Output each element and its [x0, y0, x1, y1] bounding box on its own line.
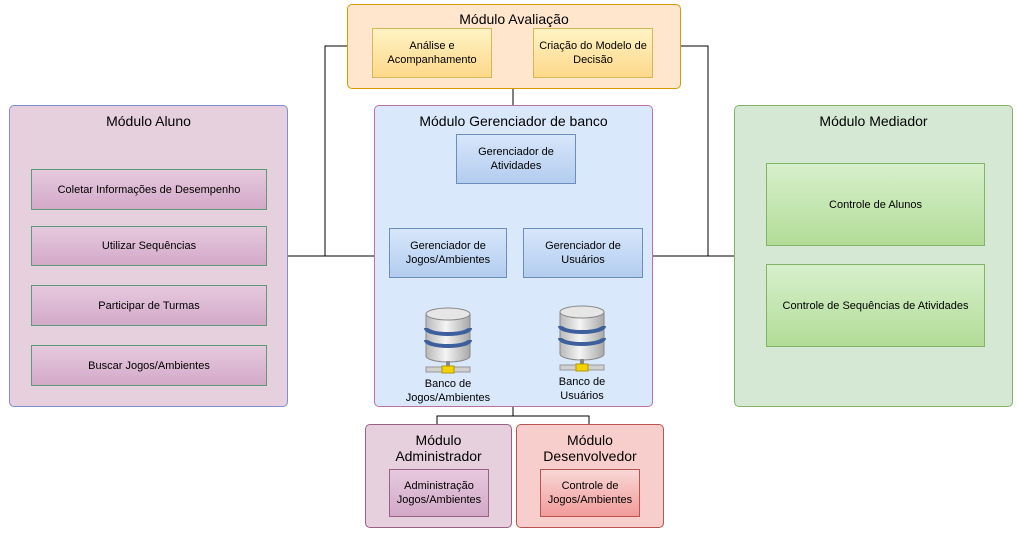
database-icon — [424, 307, 472, 374]
administracao-jogos-box[interactable]: Administração Jogos/Ambientes — [389, 469, 489, 517]
modulo-desenvolvedor-title: Módulo Desenvolvedor — [543, 432, 637, 464]
modulo-aluno: Módulo Aluno Coletar Informações de Dese… — [9, 105, 288, 407]
analise-acompanhamento-box[interactable]: Análise e Acompanhamento — [372, 28, 492, 78]
gerenciador-atividades-box[interactable]: Gerenciador de Atividades — [456, 134, 576, 184]
controle-jogos-box[interactable]: Controle de Jogos/Ambientes — [540, 469, 640, 517]
banco-usuarios-label: Banco de Usuários — [558, 376, 606, 402]
modulo-administrador: Módulo Administrador Administração Jogos… — [365, 424, 512, 528]
modulo-aluno-title: Módulo Aluno — [106, 113, 191, 129]
modulo-desenvolvedor: Módulo Desenvolvedor Controle de Jogos/A… — [516, 424, 664, 528]
modulo-mediador: Módulo Mediador Controle de Alunos Contr… — [734, 105, 1013, 407]
modulo-gerenciador-banco: Módulo Gerenciador de banco Gerenciador … — [374, 105, 653, 407]
gerenciador-jogos-box[interactable]: Gerenciador de Jogos/Ambientes — [389, 228, 507, 278]
criacao-modelo-decisao-box[interactable]: Criação do Modelo de Decisão — [533, 28, 653, 78]
gerenciador-usuarios-box[interactable]: Gerenciador de Usuários — [523, 228, 643, 278]
controle-sequencias-box[interactable]: Controle de Sequências de Atividades — [766, 264, 985, 347]
buscar-jogos-box[interactable]: Buscar Jogos/Ambientes — [31, 345, 267, 386]
modulo-gerenciador-title: Módulo Gerenciador de banco — [419, 113, 608, 129]
database-icon — [558, 305, 606, 372]
controle-alunos-box[interactable]: Controle de Alunos — [766, 163, 985, 246]
participar-turmas-box[interactable]: Participar de Turmas — [31, 285, 267, 326]
banco-jogos-label: Banco de Jogos/Ambientes — [405, 378, 491, 404]
modulo-avaliacao: Módulo Avaliação Análise e Acompanhament… — [347, 4, 681, 89]
modulo-avaliacao-title: Módulo Avaliação — [459, 11, 569, 27]
coletar-informacoes-box[interactable]: Coletar Informações de Desempenho — [31, 169, 267, 210]
modulo-administrador-title: Módulo Administrador — [395, 432, 482, 464]
utilizar-sequencias-box[interactable]: Utilizar Sequências — [31, 226, 267, 266]
modulo-mediador-title: Módulo Mediador — [819, 113, 928, 129]
